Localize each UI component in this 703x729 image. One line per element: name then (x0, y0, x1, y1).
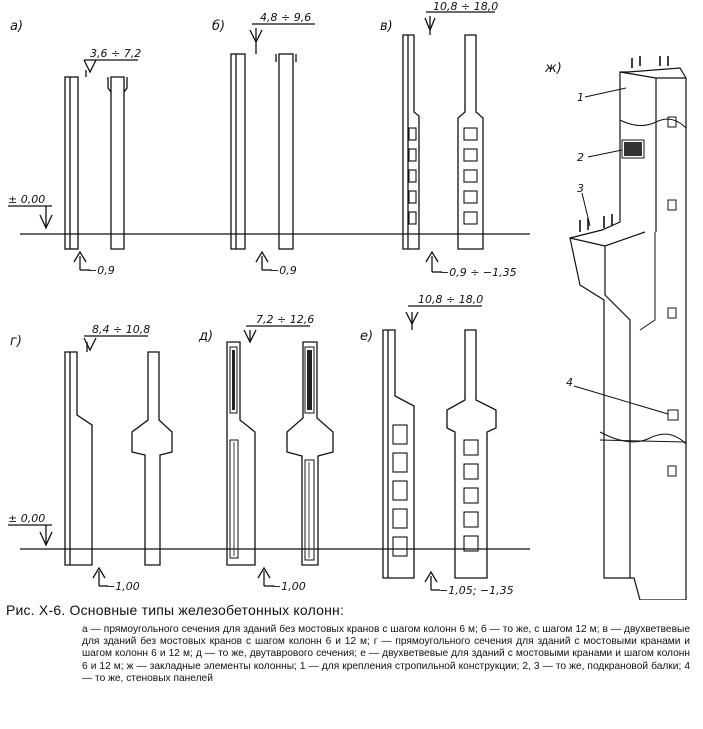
label-e: е) (360, 329, 373, 344)
dim-v-top: 10,8 ÷ 18,0 (433, 0, 498, 13)
zero-level-top: ± 0,00 (8, 193, 45, 206)
zero-level-marker-bottom (8, 524, 53, 547)
dim-g-bottom: −1,00 (106, 580, 140, 593)
dim-d-bottom: −1,00 (272, 580, 306, 593)
column-v (402, 11, 495, 273)
dim-b-bottom: −0,9 (270, 264, 297, 277)
label-b: б) (212, 19, 225, 34)
callout-leaders (573, 87, 669, 415)
column-types-figure: а) б) в) г) д) е) ж) 3,6 ÷ 7,2 4,8 ÷ 9,6… (8, 0, 687, 600)
label-zh: ж) (544, 61, 562, 76)
dim-a-bottom: −0,9 (88, 264, 115, 277)
label-a: а) (10, 19, 23, 34)
dim-d-top: 7,2 ÷ 12,6 (256, 313, 314, 326)
dim-b-top: 4,8 ÷ 9,6 (260, 11, 311, 24)
label-v: в) (380, 19, 393, 34)
dim-a-top: 3,6 ÷ 7,2 (90, 47, 141, 60)
dim-g-top: 8,4 ÷ 10,8 (92, 323, 150, 336)
dim-v-bottom: −0,9 ÷ −1,35 (440, 266, 517, 279)
column-e (382, 305, 497, 591)
dim-e-bottom: −1,05; −1,35 (439, 584, 514, 597)
figure-caption-body: а — прямоугольного сечения для зданий бе… (82, 624, 690, 684)
callout-4: 4 (566, 376, 573, 389)
zero-level-bottom: ± 0,00 (8, 512, 45, 525)
callout-3: 3 (577, 182, 584, 195)
callout-2: 2 (577, 151, 584, 164)
callout-1: 1 (577, 91, 584, 104)
column-g (64, 335, 173, 587)
dim-e-top: 10,8 ÷ 18,0 (418, 293, 483, 306)
figure-caption-title: Рис. Х-6. Основные типы железобетонных к… (6, 602, 345, 618)
zero-level-marker-top (8, 205, 53, 230)
column-isometric (569, 56, 687, 600)
column-d (226, 325, 334, 587)
column-b (230, 23, 315, 271)
label-d: д) (198, 329, 213, 344)
column-a (64, 59, 138, 271)
label-g: г) (10, 334, 22, 349)
